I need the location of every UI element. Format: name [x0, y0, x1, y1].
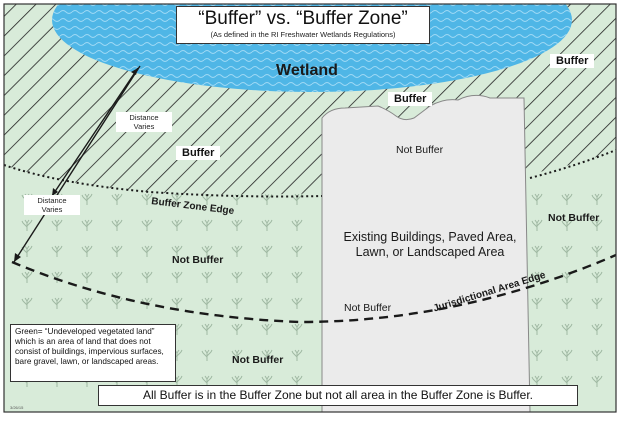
- distance-varies-lower: Distance Varies: [24, 195, 80, 215]
- diagram-frame: [3, 3, 617, 413]
- buffer-label-top-right: Buffer: [550, 54, 595, 68]
- distance-arrow-lower-head: [14, 253, 21, 262]
- distance-arrow-upper: [51, 67, 139, 197]
- not-buffer-right: Not Buffer: [548, 212, 600, 224]
- vegetated-land-note: Green= “Undeveloped vegetated land” whic…: [10, 324, 176, 382]
- buffer-label-left: Buffer: [176, 146, 221, 160]
- not-buffer-developed-top: Not Buffer: [396, 144, 444, 156]
- footer-statement: All Buffer is in the Buffer Zone but not…: [98, 385, 578, 406]
- jurisdictional-area-edge-line: [11, 253, 616, 324]
- distance-varies-upper: Distance Varies: [116, 112, 172, 132]
- title-box: “Buffer” vs. “Buffer Zone” (As defined i…: [176, 6, 430, 44]
- map-area: [4, 4, 616, 412]
- not-buffer-bottom: Not Buffer: [232, 354, 284, 366]
- buffer-zone-edge-line: [4, 164, 323, 198]
- footnote-code: 3/26/15: [10, 405, 24, 410]
- title-main: “Buffer” vs. “Buffer Zone”: [198, 8, 408, 29]
- title-subtitle: (As defined in the RI Freshwater Wetland…: [210, 30, 396, 39]
- not-buffer-left: Not Buffer: [172, 254, 224, 266]
- developed-area-shape: [321, 94, 531, 412]
- developed-area-label: Existing Buildings, Paved Area, Lawn, or…: [343, 230, 517, 259]
- buffer-label-notch: Buffer: [388, 92, 433, 106]
- wetland-label: Wetland: [276, 62, 338, 79]
- buffer-zone-edge-line-right: [529, 149, 616, 179]
- not-buffer-developed-bottom: Not Buffer: [344, 302, 392, 314]
- distance-arrow-lower: [13, 65, 141, 263]
